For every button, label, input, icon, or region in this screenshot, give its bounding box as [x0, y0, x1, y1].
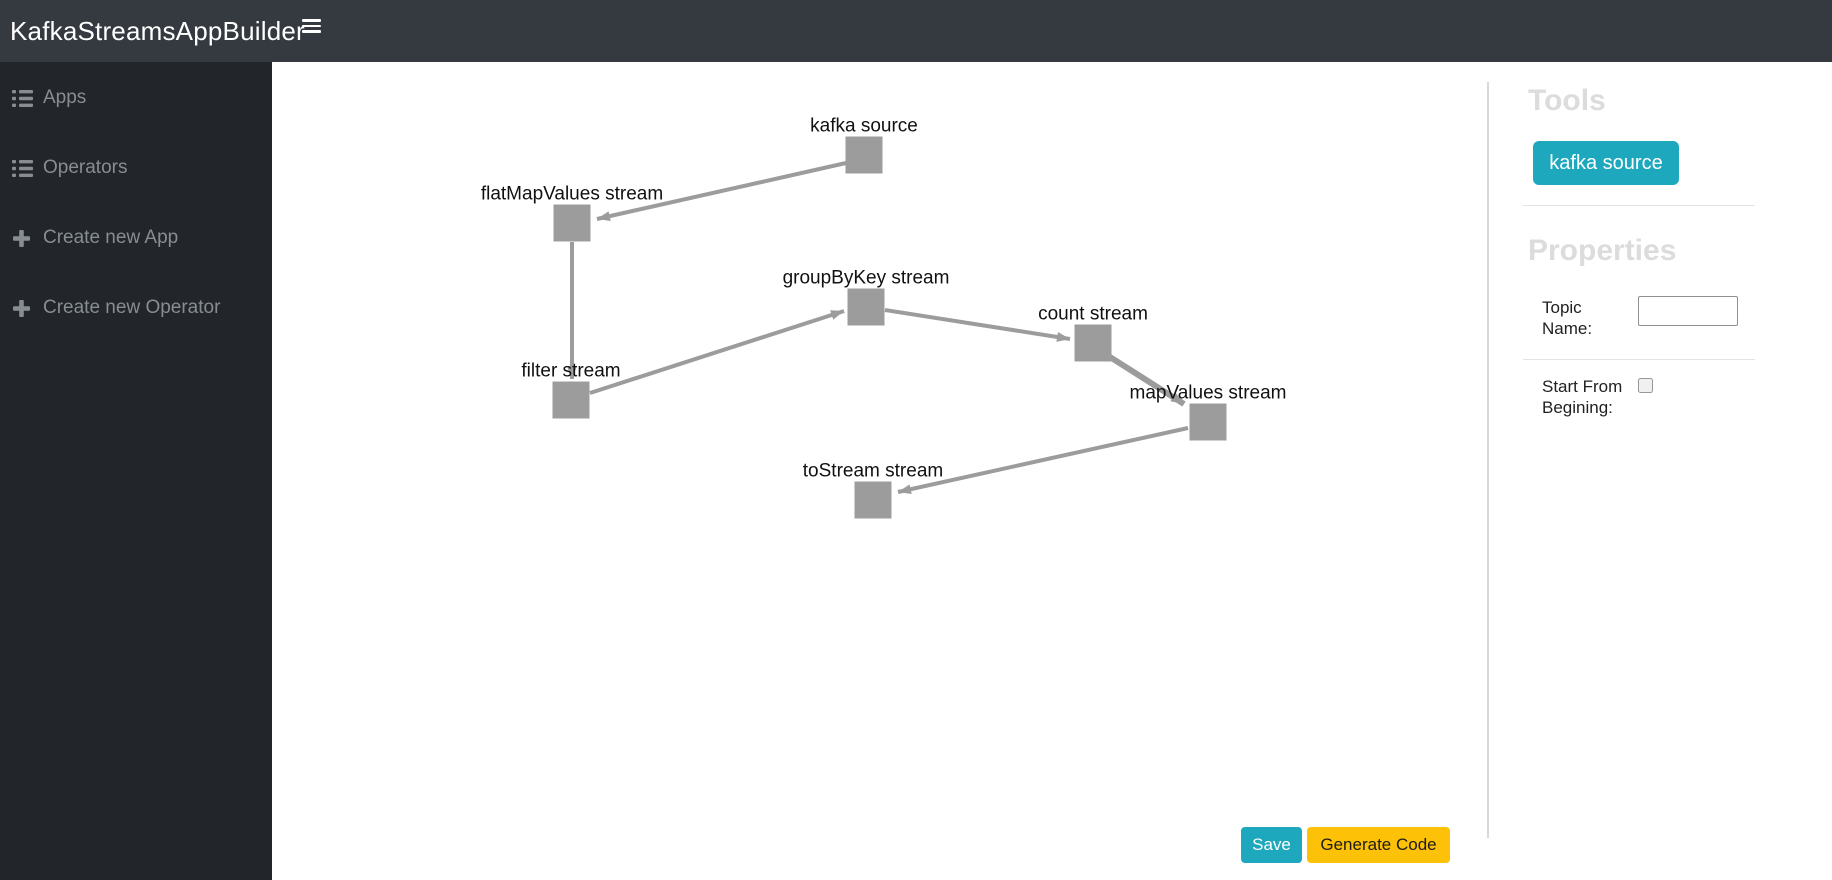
node-count[interactable] — [1074, 324, 1112, 362]
plus-icon — [12, 228, 34, 248]
app-title: KafkaStreamsAppBuilder — [10, 15, 305, 46]
edge-mapvalues-to-tostream — [897, 426, 1189, 495]
edge-filter-to-groupbykey — [589, 309, 845, 395]
tools-heading: Tools — [1528, 84, 1606, 117]
node-tostream[interactable] — [854, 481, 892, 519]
plus-icon — [12, 298, 34, 318]
sidebar: Apps Operators — [0, 62, 272, 880]
sidebar-item-create-new-operator[interactable]: Create new Operator — [0, 288, 272, 328]
sidebar-item-label: Operators — [43, 157, 128, 178]
properties-heading: Properties — [1528, 234, 1677, 267]
topic-name-input[interactable] — [1638, 296, 1738, 326]
list-icon — [12, 88, 34, 108]
node-kafka-source[interactable] — [845, 136, 883, 174]
start-from-beginning-checkbox[interactable] — [1638, 378, 1653, 393]
sidebar-item-apps[interactable]: Apps — [0, 78, 272, 118]
kafka-source-tool-button[interactable]: kafka source — [1533, 141, 1679, 185]
sidebar-item-create-new-app[interactable]: Create new App — [0, 218, 272, 258]
edge-count-to-mapvalues — [1108, 354, 1186, 407]
divider — [1523, 205, 1755, 206]
save-button[interactable]: Save — [1241, 827, 1302, 863]
node-mapvalues[interactable] — [1189, 403, 1227, 441]
node-label-groupbykey: groupByKey stream — [783, 268, 950, 289]
node-label-kafka-source: kafka source — [810, 116, 918, 137]
node-label-filter: filter stream — [521, 361, 620, 382]
edge-groupbykey-to-count — [884, 308, 1071, 342]
node-label-tostream: toStream stream — [803, 461, 943, 482]
graph-nodes — [552, 136, 1227, 519]
topic-name-label: Topic Name: — [1542, 298, 1593, 338]
node-label-count: count stream — [1038, 304, 1148, 325]
generate-code-button[interactable]: Generate Code — [1307, 827, 1450, 863]
start-from-beginning-label: Start From Begining: — [1542, 377, 1623, 417]
sidebar-item-label: Create new App — [43, 227, 179, 248]
sidebar-item-label: Create new Operator — [43, 297, 221, 318]
divider — [1523, 359, 1755, 360]
graph-labels: kafka source flatMapValues stream groupByK… — [481, 116, 1287, 482]
sidebar-item-label: Apps — [43, 87, 87, 108]
panel-divider — [1487, 82, 1489, 838]
topbar: KafkaStreamsAppBuilder — [0, 0, 1832, 62]
sidebar-item-operators[interactable]: Operators — [0, 148, 272, 188]
list-icon — [12, 158, 34, 178]
node-flatmapvalues[interactable] — [553, 204, 591, 242]
graph-edges — [567, 161, 1189, 495]
node-filter[interactable] — [552, 381, 590, 419]
edge-kafka-source-to-flatmapvalues — [596, 161, 847, 222]
menu-toggle-icon[interactable] — [302, 19, 321, 33]
node-label-flatmapvalues: flatMapValues stream — [481, 184, 663, 205]
node-label-mapvalues: mapValues stream — [1130, 383, 1287, 404]
node-groupbykey[interactable] — [847, 288, 885, 326]
